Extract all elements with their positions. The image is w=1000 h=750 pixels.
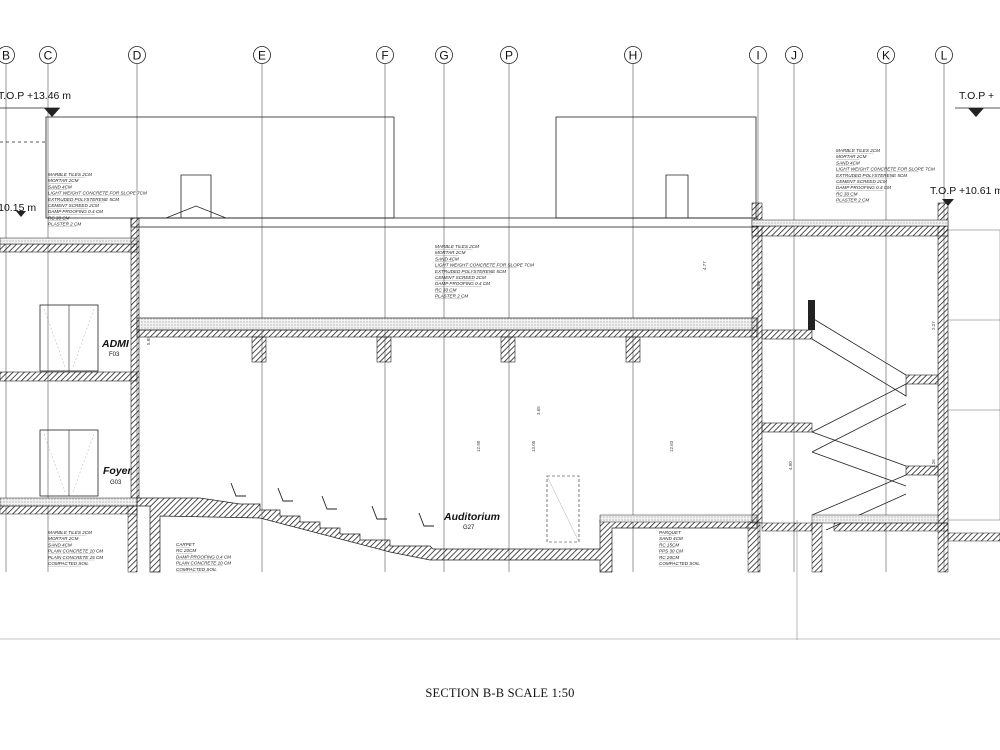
left-wing: [0, 217, 140, 573]
level-mid-right: T.O.P +10.61 m: [930, 185, 1000, 197]
grid-label: H: [629, 49, 638, 63]
room-code-auditorium: G27: [463, 525, 475, 531]
grid-label: B: [2, 49, 10, 63]
grid-bubble: [500, 46, 518, 64]
note-line: CEMENT SCREED 2CM: [435, 275, 486, 280]
note-line: PLAIN CONCRETE 10 CM: [176, 561, 231, 566]
upper-volumes: [0, 116, 757, 219]
note-line: CEMENT SCREED 2CM: [836, 179, 887, 184]
dimension-text: 4.77: [702, 261, 707, 270]
room-code-admin: F03: [109, 352, 120, 358]
room-name-foyer: Foyer: [103, 465, 133, 477]
grid-label: F: [381, 49, 388, 63]
dimension-text: 4.90: [788, 461, 793, 470]
note-line: RC 30 CM: [48, 215, 70, 220]
room-code-foyer: G03: [110, 480, 122, 486]
grid-label: D: [133, 49, 142, 63]
note-line: PLASTER 2 CM: [836, 198, 869, 203]
level-top-left: T.O.P +13.46 m: [0, 90, 71, 102]
note-line: RC 30 CM: [435, 287, 457, 292]
dimension-text: 12.83: [669, 440, 674, 452]
note-line: SAND 4CM: [48, 184, 72, 189]
dimension-text: 3.65: [536, 406, 541, 415]
note-line: DAMP PROOFING 0.4 CM: [176, 554, 231, 559]
note-line: MARBLE TILES 2CM: [435, 244, 479, 249]
dimension-text: 5.89: [146, 336, 151, 345]
level-top-right: T.O.P +: [959, 90, 994, 102]
note-line: CARPET: [176, 542, 196, 547]
note-line: DAMP PROOFING 0.4 CM: [48, 209, 103, 214]
note-line: EXTRUDED POLYSTERENE 5CM: [48, 197, 119, 202]
note-line: PLAIN CONCRETE 10 CM: [48, 549, 103, 554]
drawing-title: SECTION B-B SCALE 1:50: [425, 686, 575, 700]
dimension-text: 2.27: [931, 321, 936, 330]
dimension-labels: 4.77 5.89 12.90 13.05 12.83 3.65 2.27 1.26 4.90 3…: [146, 261, 936, 470]
room-name-auditorium: Auditorium: [443, 511, 500, 523]
dimension-text: 13.05: [531, 440, 536, 452]
note-line: DAMP PROOFING 0.4 CM: [435, 281, 490, 286]
note-line: PLASTER 2 CM: [435, 294, 468, 299]
grid-bubble: [253, 46, 271, 64]
note-line: MORTAR 2CM: [48, 536, 79, 541]
note-line: RC 15CM: [659, 542, 679, 547]
grid-label: G: [439, 49, 448, 63]
level-markers: T.O.P +13.46 m T.O.P + T.O.P +10.61 m +1…: [0, 90, 1000, 217]
auditorium-floor: [136, 475, 761, 573]
note-line: SAND 4CM: [48, 542, 72, 547]
note-line: LIGHT WEIGHT CONCRETE FOR SLOPE 7CM: [836, 167, 935, 172]
note-line: SAND 4CM: [836, 160, 860, 165]
note-line: PLAIN CONCRETE 15 CM: [48, 555, 103, 560]
room-labels: ADMI F03 Foyer G03 Auditorium G27: [101, 338, 500, 531]
note-line: MARBLE TILES 2CM: [48, 172, 92, 177]
stair-core: [751, 202, 1000, 573]
grid-label: L: [941, 49, 948, 63]
note-line: MORTAR 2CM: [435, 250, 466, 255]
note-line: MARBLE TILES 2CM: [48, 530, 92, 535]
grid-bubble: [785, 46, 803, 64]
note-line: LIGHT WEIGHT CONCRETE FOR SLOPE 7CM: [48, 191, 147, 196]
sheet-lines: [0, 520, 1000, 640]
grid-label: P: [505, 49, 513, 63]
note-line: PARQUET: [659, 530, 682, 535]
grid-label: C: [44, 49, 53, 63]
dimension-text: 12.90: [476, 440, 481, 452]
note-line: RC 20CM: [176, 548, 196, 553]
note-line: SAND 4CM: [435, 256, 459, 261]
note-line: RC 20CM: [659, 555, 679, 560]
room-name-admin: ADMI: [101, 338, 130, 350]
grid-label: K: [882, 49, 890, 63]
grid-bubble: [624, 46, 642, 64]
note-line: PPS 30 CM: [659, 549, 683, 554]
note-line: PLASTER 2 CM: [48, 222, 81, 227]
note-line: COMPACTED SOIL: [659, 561, 700, 566]
grid-bubble: [435, 46, 453, 64]
grid-bubble: [128, 46, 146, 64]
note-line: LIGHT WEIGHT CONCRETE FOR SLOPE 7CM: [435, 263, 534, 268]
note-line: MARBLE TILES 2CM: [836, 148, 880, 153]
note-line: COMPACTED SOIL: [176, 567, 217, 572]
grid-label: J: [791, 49, 797, 63]
note-line: COMPACTED SOIL: [48, 561, 89, 566]
note-line: CEMENT SCREED 2CM: [48, 203, 99, 208]
level-mid-left: +10.15 m: [0, 202, 36, 214]
grid-label: I: [756, 49, 759, 63]
grid-bubble: [376, 46, 394, 64]
grid-bubble: [749, 46, 767, 64]
grid-bubble: [877, 46, 895, 64]
note-line: EXTRUDED POLYSTERENE 5CM: [435, 269, 506, 274]
dimension-text: 3.00: [756, 281, 761, 290]
note-line: SAND 4CM: [659, 536, 683, 541]
note-line: RC 30 CM: [836, 191, 858, 196]
grid-bubble: [935, 46, 953, 64]
grid-bubble: [0, 46, 15, 64]
note-line: MORTAR 2CM: [836, 154, 867, 159]
note-line: EXTRUDED POLYSTERENE 5CM: [836, 173, 907, 178]
note-line: DAMP PROOFING 0.4 CM: [836, 185, 891, 190]
dimension-text: 1.26: [931, 459, 936, 468]
note-line: MORTAR 2CM: [48, 178, 79, 183]
grid-bubble: [39, 46, 57, 64]
grid-label: E: [258, 49, 266, 63]
